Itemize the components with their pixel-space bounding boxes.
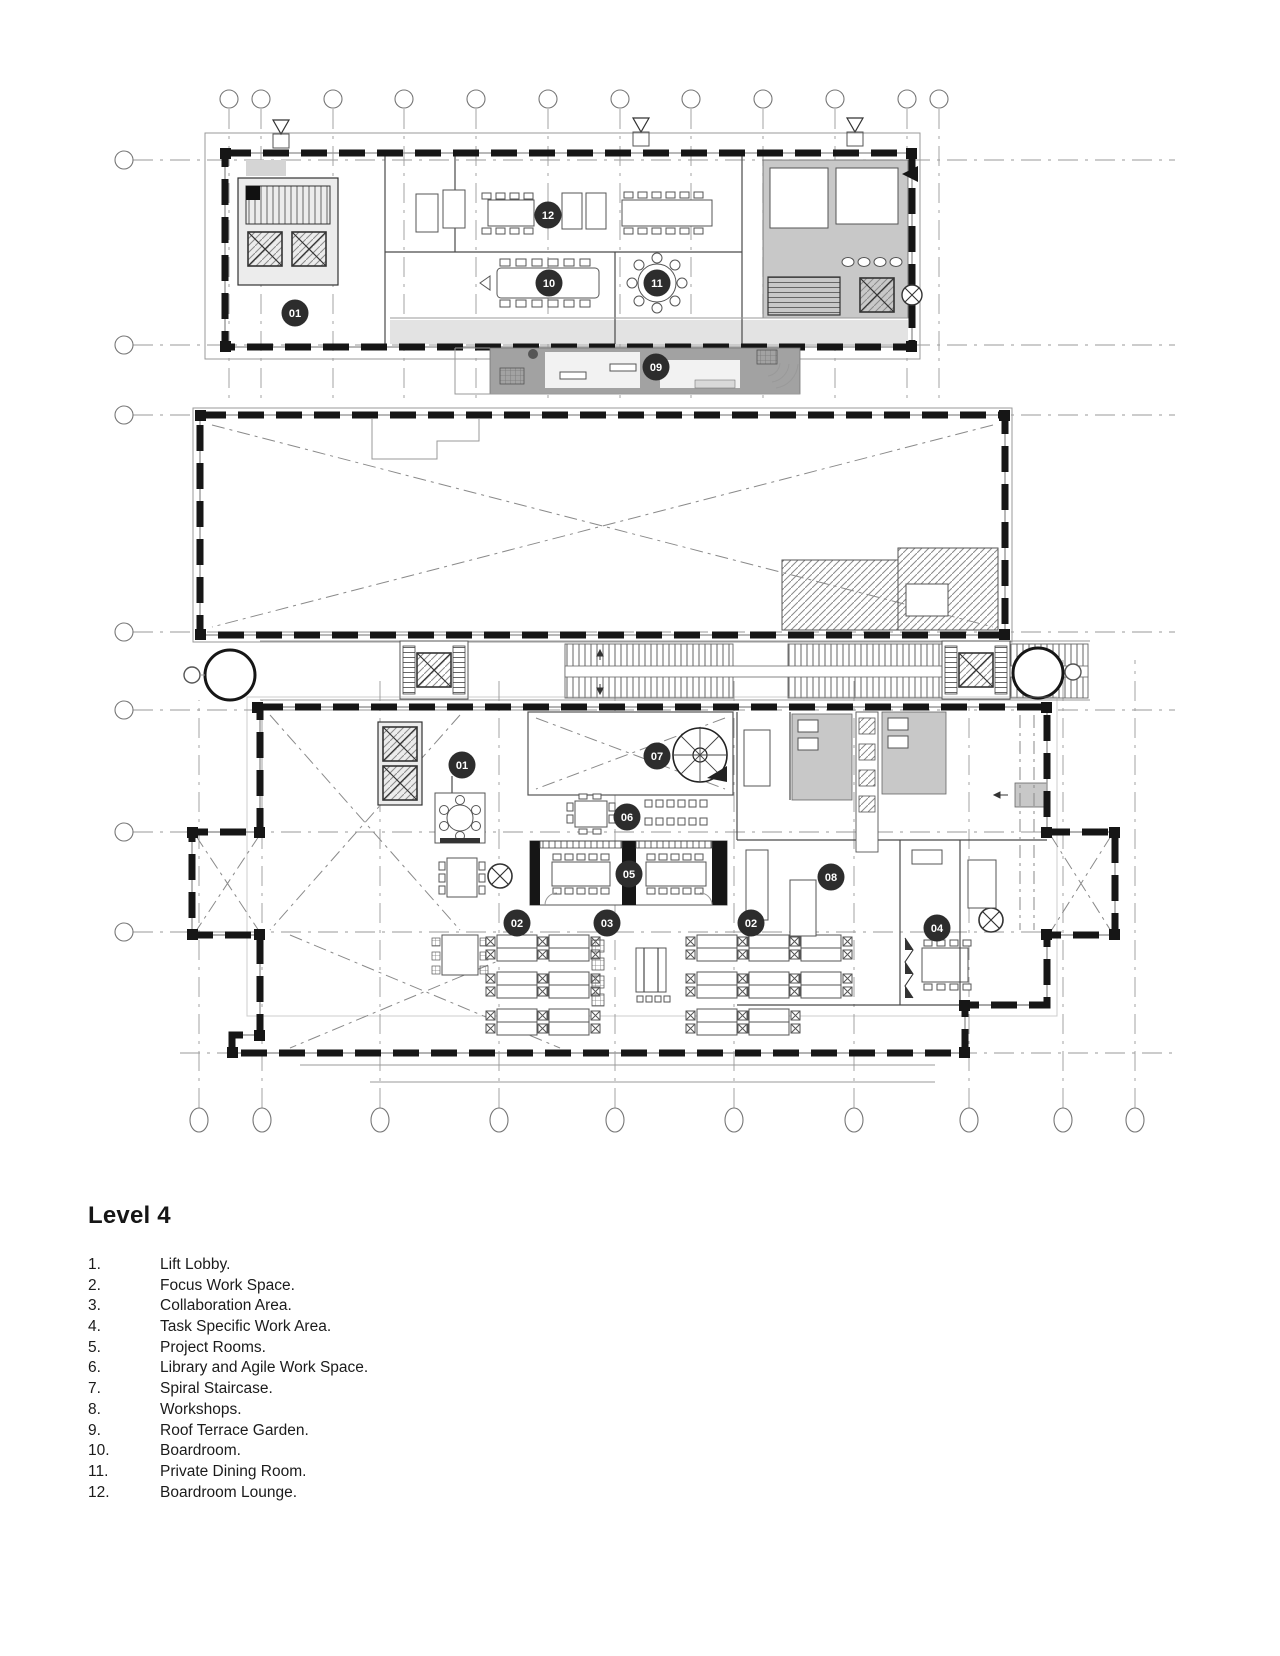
legend-item-number: 11. — [88, 1462, 109, 1480]
room-marker: 03 — [593, 909, 621, 937]
legend-item-number: 3. — [88, 1297, 101, 1315]
legend-item: 10. Boardroom. — [88, 1442, 368, 1463]
legend-item: 9. Roof Terrace Garden. — [88, 1422, 368, 1443]
legend-item-number: 9. — [88, 1421, 101, 1439]
north-arrow-icon — [902, 166, 918, 182]
grid-bubbles-bottom — [189, 1107, 1145, 1133]
legend-item-label: Collaboration Area. — [160, 1297, 292, 1315]
legend-item: 12. Boardroom Lounge. — [88, 1484, 368, 1505]
legend-item-number: 2. — [88, 1276, 101, 1294]
svg-text:10: 10 — [543, 278, 555, 290]
room-marker: 04 — [923, 914, 951, 942]
svg-text:02: 02 — [745, 918, 757, 930]
task-area-04 — [904, 937, 972, 999]
svg-text:02: 02 — [511, 918, 523, 930]
room-marker: 07 — [643, 742, 671, 770]
legend-item-label: Task Specific Work Area. — [160, 1318, 332, 1336]
room-marker: 12 — [534, 201, 562, 229]
section-marker-icon — [632, 117, 650, 147]
legend-item-label: Project Rooms. — [160, 1338, 266, 1356]
section-marker-icon — [846, 117, 864, 147]
legend-item-label: Spiral Staircase. — [160, 1380, 273, 1398]
room-marker: 06 — [613, 803, 641, 831]
room-marker: 01 — [448, 751, 476, 779]
spiral-staircase — [672, 727, 728, 783]
middle-block — [192, 407, 1013, 643]
legend-item: 5. Project Rooms. — [88, 1339, 368, 1360]
legend-item: 4. Task Specific Work Area. — [88, 1318, 368, 1339]
link-bridges — [183, 640, 1090, 702]
legend-item-label: Lift Lobby. — [160, 1256, 231, 1273]
room-markers: 01 12 10 11 09 01 07 06 05 02 03 02 04 08 — [281, 201, 951, 942]
legend-item-number: 10. — [88, 1442, 110, 1460]
legend-item: 6. Library and Agile Work Space. — [88, 1359, 368, 1380]
svg-text:08: 08 — [825, 872, 837, 884]
plan-title: Level 4 — [88, 1202, 171, 1229]
room-marker: 02 — [737, 909, 765, 937]
legend-item-number: 8. — [88, 1400, 101, 1418]
roof-terrace — [454, 347, 801, 395]
legend-item: 7. Spiral Staircase. — [88, 1380, 368, 1401]
legend-item: 1. Lift Lobby. — [88, 1256, 368, 1277]
legend-item-label: Workshops. — [160, 1400, 242, 1418]
svg-text:06: 06 — [621, 812, 633, 824]
legend-item-number: 1. — [88, 1256, 101, 1273]
legend: 1. Lift Lobby. 2. Focus Work Space. 3. Collab… — [88, 1256, 368, 1504]
floor-plan-drawing: 01 12 10 11 09 01 07 06 05 02 03 02 04 08 — [114, 89, 1175, 1133]
workshops-and-wcs — [736, 711, 1048, 1006]
svg-text:01: 01 — [456, 760, 468, 772]
room-marker: 10 — [535, 269, 563, 297]
legend-item-number: 4. — [88, 1318, 101, 1336]
legend-item: 8. Workshops. — [88, 1401, 368, 1422]
svg-text:04: 04 — [931, 923, 944, 935]
desk-cluster-02-right — [686, 935, 852, 1035]
room-marker: 08 — [817, 863, 845, 891]
legend-item-label: Library and Agile Work Space. — [160, 1359, 369, 1377]
legend-item-number: 6. — [88, 1359, 101, 1377]
svg-text:03: 03 — [601, 918, 613, 930]
section-marker-icon — [272, 119, 290, 149]
svg-text:01: 01 — [289, 308, 301, 320]
room-marker: 02 — [503, 909, 531, 937]
legend-item-number: 5. — [88, 1338, 101, 1356]
legend-item-label: Boardroom. — [160, 1442, 241, 1460]
legend-item-label: Focus Work Space. — [160, 1276, 295, 1294]
room-marker: 05 — [615, 860, 643, 888]
stool-rows — [644, 799, 708, 826]
legend-item: 2. Focus Work Space. — [88, 1277, 368, 1298]
legend-item: 11. Private Dining Room. — [88, 1463, 368, 1484]
room-marker: 01 — [281, 299, 309, 327]
svg-text:07: 07 — [651, 751, 663, 763]
grid-bubbles-left — [114, 150, 134, 942]
top-block — [204, 117, 923, 360]
legend-item-number: 12. — [88, 1483, 110, 1501]
svg-text:09: 09 — [650, 362, 662, 374]
legend-item-number: 7. — [88, 1380, 101, 1398]
collaboration-03 — [591, 939, 671, 1007]
grid-bubbles-top — [219, 89, 949, 109]
legend-item: 3. Collaboration Area. — [88, 1297, 368, 1318]
desk-cluster-02-left — [486, 935, 600, 1035]
legend-item-label: Private Dining Room. — [160, 1462, 307, 1480]
room-marker: 11 — [643, 269, 671, 297]
svg-text:12: 12 — [542, 210, 554, 222]
svg-text:05: 05 — [623, 869, 635, 881]
svg-text:11: 11 — [651, 278, 663, 290]
legend-item-label: Roof Terrace Garden. — [160, 1421, 309, 1439]
room-marker: 09 — [642, 353, 670, 381]
legend-item-label: Boardroom Lounge. — [160, 1483, 298, 1501]
